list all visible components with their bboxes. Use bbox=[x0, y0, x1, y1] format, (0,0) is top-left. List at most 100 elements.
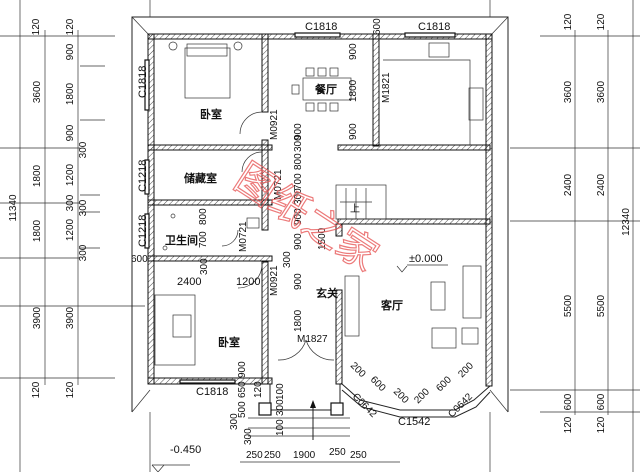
dim-bay-2: 600 bbox=[368, 374, 388, 394]
dim-center-6: 900 bbox=[293, 208, 304, 225]
side-table-icon bbox=[461, 327, 479, 345]
dim-bedroom-bottom-3: 300 bbox=[199, 258, 210, 275]
dim-left-misc: 600 bbox=[131, 254, 148, 265]
window-left-top-label: C1818 bbox=[137, 66, 149, 98]
dim-left-inner-1: 120 bbox=[65, 18, 76, 35]
window-bottom-bedroom bbox=[179, 379, 236, 384]
staircase[interactable] bbox=[335, 184, 387, 220]
dim-right-outer-6: 120 bbox=[563, 416, 574, 433]
dim-left-inner-2: 900 bbox=[65, 43, 76, 60]
porch-column bbox=[258, 402, 272, 416]
dim-bottom-1: 250 bbox=[246, 450, 263, 461]
roof-outline bbox=[131, 0, 509, 472]
room-living: 客厅 bbox=[380, 298, 403, 312]
dim-porch-1: 900 bbox=[237, 361, 248, 378]
furniture bbox=[154, 41, 484, 366]
dim-stair: 1500 bbox=[317, 227, 328, 250]
room-foyer: 玄关 bbox=[316, 286, 338, 300]
room-bedroom-top: 卧室 bbox=[200, 107, 222, 121]
dim-left-inner-5: 300 bbox=[78, 141, 89, 158]
dim-center-10: 1800 bbox=[293, 309, 304, 332]
dim-bay-1: 200 bbox=[348, 360, 368, 380]
window-left-bath-label: C1218 bbox=[137, 215, 149, 247]
dim-bottom-4: 250 bbox=[329, 447, 346, 458]
dim-center-3: 800 bbox=[293, 153, 304, 170]
dim-right-outer-5: 600 bbox=[563, 393, 574, 410]
window-top-kitchen-label: C1818 bbox=[418, 21, 450, 33]
dim-left-inner-7: 300 bbox=[65, 194, 76, 211]
dim-bath-2: 700 bbox=[198, 231, 209, 248]
door-storage-label: M0721 bbox=[273, 169, 284, 200]
window-bottom-bedroom-label: C1818 bbox=[196, 386, 228, 398]
dim-bottom-5: 250 bbox=[350, 450, 367, 461]
window-bay-center-label: C1542 bbox=[398, 416, 430, 428]
door-bedroom-top-label: M0921 bbox=[269, 109, 280, 140]
door-entry-label: M1827 bbox=[297, 334, 328, 345]
entry-porch bbox=[151, 384, 400, 472]
right-dimensions: 120 3600 2400 5500 600 120 120 3600 2400… bbox=[510, 0, 640, 472]
dim-center-9: 900 bbox=[293, 273, 304, 290]
dim-bottom-3: 1900 bbox=[293, 450, 316, 461]
door-swing-entry-right[interactable] bbox=[305, 339, 335, 361]
door-swing-bath[interactable] bbox=[221, 229, 239, 247]
dim-center-8: 300 bbox=[282, 251, 293, 268]
porch-column bbox=[330, 402, 344, 416]
doors bbox=[221, 111, 335, 361]
dim-center-1: 900 bbox=[293, 123, 304, 140]
stove-icon bbox=[428, 42, 450, 58]
dim-left-outer-1: 120 bbox=[31, 18, 42, 35]
door-bedroom-bottom-label: M0921 bbox=[269, 265, 280, 296]
dim-left-outer-4: 1800 bbox=[32, 219, 43, 242]
dim-porch-6: 300 bbox=[243, 428, 254, 445]
window-left-storage-label: C1218 bbox=[137, 160, 149, 192]
dim-left-outer-3: 1800 bbox=[32, 164, 43, 187]
dim-right-inner-1: 120 bbox=[596, 13, 607, 30]
dim-right-inner-3: 2400 bbox=[596, 173, 607, 196]
dim-right-inner-2: 3600 bbox=[596, 80, 607, 103]
dim-bath-1: 800 bbox=[198, 208, 209, 225]
bed-bottom bbox=[154, 294, 196, 366]
window-top-dining-label: C1818 bbox=[305, 21, 337, 33]
sink-icon bbox=[468, 87, 484, 121]
dim-porch-3: 650 bbox=[237, 381, 248, 398]
nightstand-lamp-icon bbox=[233, 41, 243, 51]
left-dimensions: 120 3600 1800 1800 3900 120 11340 120 90… bbox=[0, 0, 148, 472]
door-kitchen-label: M1821 bbox=[381, 72, 392, 103]
dim-left-inner-10: 300 bbox=[78, 244, 89, 261]
dim-right-inner-4: 5500 bbox=[596, 294, 607, 317]
dim-right-outer-1: 120 bbox=[563, 13, 574, 30]
up-arrow-head-icon bbox=[310, 400, 316, 408]
dim-left-inner-9: 1200 bbox=[65, 218, 76, 241]
dim-right-inner-5: 600 bbox=[596, 393, 607, 410]
dim-dining-2: 1800 bbox=[348, 79, 359, 102]
door-swing-storage[interactable] bbox=[241, 151, 263, 173]
door-swing-entry-left[interactable] bbox=[277, 339, 307, 361]
door-swing-bedroom-bottom[interactable] bbox=[237, 263, 263, 289]
window-left-storage bbox=[144, 159, 150, 195]
room-dining: 餐厅 bbox=[314, 82, 337, 96]
dim-left-outer-6: 120 bbox=[31, 381, 42, 398]
window-bay-left-label: C0642 bbox=[350, 391, 379, 420]
dim-right-total: 12340 bbox=[621, 208, 632, 236]
room-bathroom: 卫生间 bbox=[165, 233, 198, 247]
dim-left-inner-3: 1800 bbox=[65, 82, 76, 105]
dining-table bbox=[302, 77, 352, 101]
dim-bedroom-bottom-2: 1200 bbox=[236, 276, 260, 288]
bed-top bbox=[184, 47, 231, 99]
dim-right-inner-6: 120 bbox=[596, 416, 607, 433]
dim-left-outer-2: 3600 bbox=[32, 80, 43, 103]
window-left-bath bbox=[144, 213, 150, 249]
dim-left-total: 11340 bbox=[8, 194, 19, 222]
dim-porch-8: 300 bbox=[275, 399, 286, 416]
dim-left-inner-12: 120 bbox=[65, 381, 76, 398]
room-storage: 储藏室 bbox=[184, 171, 217, 185]
tv-icon bbox=[430, 281, 446, 311]
dim-right-outer-4: 5500 bbox=[563, 294, 574, 317]
armchair-icon bbox=[431, 327, 457, 349]
dim-center-5: 300 bbox=[293, 188, 304, 205]
dim-right-outer-3: 2400 bbox=[563, 173, 574, 196]
dim-right-outer-2: 3600 bbox=[563, 80, 574, 103]
door-swing-bedroom-top[interactable] bbox=[239, 111, 263, 135]
dim-left-inner-11: 3900 bbox=[65, 306, 76, 329]
